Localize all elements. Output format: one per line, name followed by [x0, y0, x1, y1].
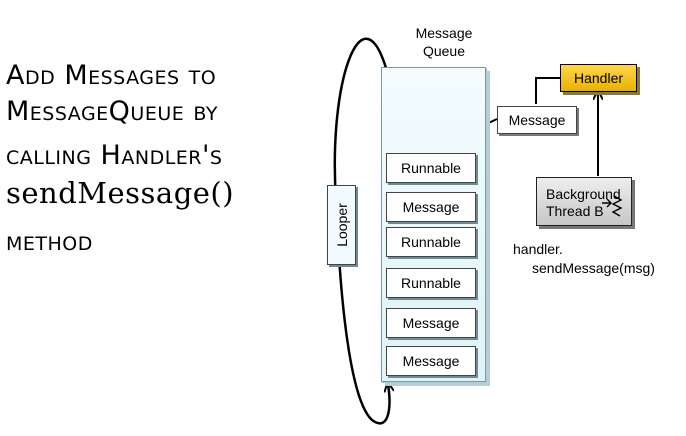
thread-label-line1: Background	[546, 186, 621, 202]
title-line-4: sendMessage()	[6, 176, 235, 210]
queue-item-runnable: Runnable	[386, 268, 476, 298]
title-line-5: method	[6, 226, 93, 257]
title-line-3: calling Handler's	[6, 140, 223, 171]
send-message-code: handler. sendMessage(msg)	[513, 240, 655, 278]
background-thread-box: Background Thread B	[536, 177, 632, 226]
looper-label: Looper	[333, 203, 350, 247]
title-line-2: MessageQueue by	[6, 96, 218, 127]
handler-to-message-arrow	[535, 77, 562, 104]
queue-item-message: Message	[386, 308, 476, 338]
code-line-2: sendMessage(msg)	[532, 260, 655, 276]
queue-item-message: Message	[386, 192, 476, 222]
code-line-1: handler.	[513, 241, 563, 257]
thread-label-line2: Thread B	[546, 203, 604, 219]
incoming-message-box: Message	[497, 106, 577, 134]
message-queue-label: Message Queue	[415, 25, 473, 59]
handler-box: Handler	[560, 64, 637, 92]
queue-item-runnable: Runnable	[386, 227, 476, 257]
title-line-1: Add Messages to	[6, 60, 217, 91]
thread-squiggle-icon	[602, 195, 623, 217]
queue-item-runnable: Runnable	[386, 153, 476, 183]
looper-box: Looper	[327, 185, 356, 265]
queue-item-message: Message	[386, 346, 476, 376]
